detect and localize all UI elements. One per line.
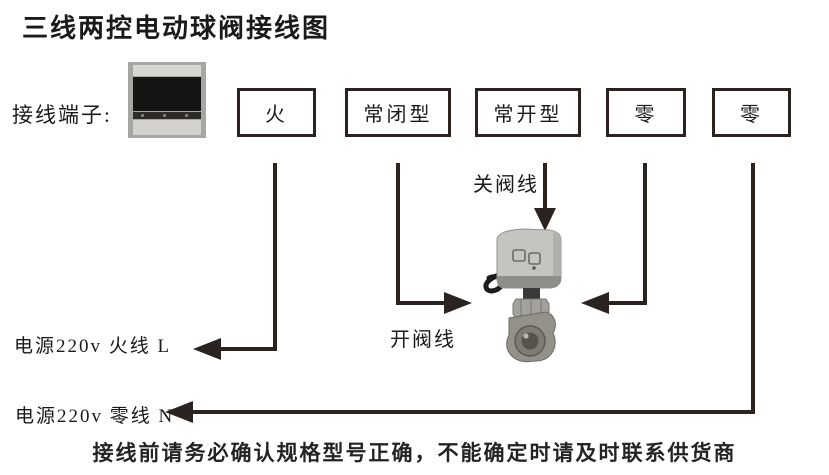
wire-neutral2-horizontal <box>188 410 755 414</box>
motorized-ball-valve-photo <box>483 228 562 363</box>
valve-port-highlight <box>523 333 529 339</box>
terminal-box-neutral-1: 零 <box>606 88 686 137</box>
arrowhead-open-right-icon <box>444 292 472 314</box>
terminal-strip-label: 接线端子: <box>12 103 112 127</box>
wire-open-vertical <box>396 163 400 305</box>
terminal-box-live: 火 <box>237 88 316 137</box>
actuator-logo-mark2 <box>528 252 541 265</box>
terminal-box-normally-closed: 常闭型 <box>345 88 451 137</box>
photo-screw-strip <box>133 112 201 119</box>
power-live-label: 电源220v 火线 L <box>14 336 172 357</box>
page-title: 三线两控电动球阀接线图 <box>22 14 331 43</box>
terminal-box-nc-label: 常闭型 <box>363 104 433 126</box>
photo-top-bar <box>133 65 201 76</box>
arrowhead-neutral1-left-icon <box>581 292 609 314</box>
wire-open-horizontal <box>396 301 448 305</box>
arrowhead-close-down-icon <box>534 208 556 231</box>
actuator-dot <box>532 266 536 270</box>
wire-close-vertical <box>543 163 547 210</box>
terminal-box-live-label: 火 <box>265 104 288 126</box>
terminal-box-normally-open: 常开型 <box>475 88 581 137</box>
actuator-base-band <box>497 276 561 288</box>
terminal-box-neutral-2: 零 <box>712 88 791 137</box>
terminal-box-neutral2-label: 零 <box>740 104 763 126</box>
terminal-box-neutral1-label: 零 <box>634 104 658 126</box>
wire-neutral1-vertical <box>643 163 647 305</box>
photo-dark-area <box>133 77 201 111</box>
footer-warning-note: 接线前请务必确认规格型号正确，不能确定时请及时联系供货商 <box>92 442 737 465</box>
power-neutral-label: 电源220v 零线 N <box>15 406 175 427</box>
valve-stem <box>523 288 540 299</box>
arrowhead-neutral2-left-icon <box>165 401 193 423</box>
photo-bottom-bar <box>133 120 201 135</box>
open-valve-wire-label: 开阀线 <box>390 329 456 351</box>
wire-neutral1-horizontal <box>606 301 647 305</box>
close-valve-wire-label: 关阀线 <box>473 174 539 196</box>
wire-live-vertical <box>273 163 277 349</box>
wire-live-horizontal <box>214 347 277 351</box>
actuator-logo-mark <box>512 249 526 262</box>
actuator-side-shade <box>549 230 561 276</box>
terminal-block-photo <box>128 62 206 138</box>
wire-neutral2-vertical <box>751 163 755 414</box>
arrowhead-live-left-icon <box>193 338 221 360</box>
terminal-box-no-label: 常开型 <box>493 104 563 126</box>
